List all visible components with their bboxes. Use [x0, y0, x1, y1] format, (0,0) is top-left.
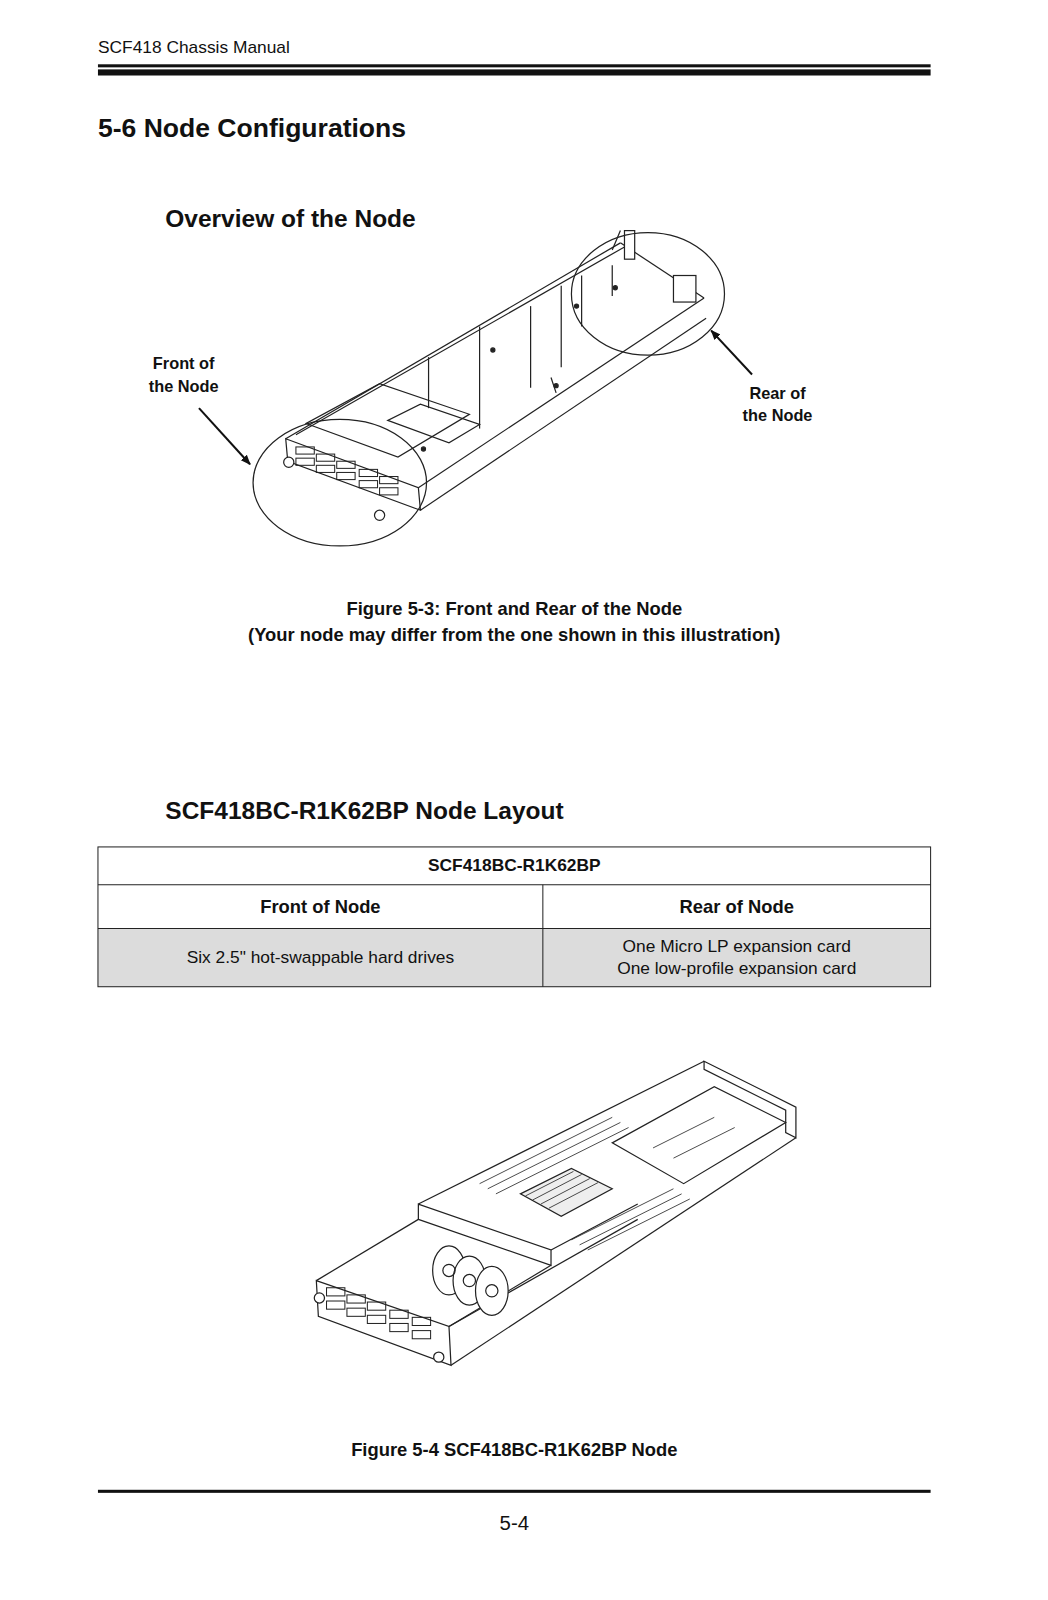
table-cell: One low-profile expansion card — [543, 958, 931, 980]
page-title: 5-6 Node Configurations — [98, 111, 914, 144]
figure-caption: (Your node may differ from the one shown… — [106, 622, 922, 646]
section-heading: SCF418BC-R1K62BP Node Layout — [165, 796, 777, 827]
table-title: SCF418BC-R1K62BP — [98, 855, 931, 877]
leader-arrow — [199, 408, 250, 464]
table-rule — [98, 884, 931, 885]
table-rule — [98, 928, 931, 929]
footer-rule — [98, 1490, 931, 1493]
leader-arrow — [711, 331, 752, 375]
table-header: Rear of Node — [543, 896, 931, 918]
callout-ellipse — [253, 419, 426, 546]
table-header: Front of Node — [98, 896, 543, 918]
node-illustration — [284, 231, 706, 521]
callout-label: Front of the Node — [143, 353, 225, 398]
running-header: SCF418 Chassis Manual — [98, 37, 506, 59]
table-cell: Six 2.5" hot-swappable hard drives — [98, 947, 543, 969]
callout-ellipse — [571, 233, 724, 355]
page-number: 5-4 — [106, 1510, 922, 1534]
figure-caption: Figure 5-3: Front and Rear of the Node — [106, 597, 922, 621]
header-rule — [98, 64, 931, 67]
figure-caption: Figure 5-4 SCF418BC-R1K62BP Node — [106, 1438, 922, 1462]
node-illustration — [314, 1061, 796, 1365]
header-rule — [98, 69, 931, 75]
table-row-fill — [98, 929, 931, 987]
callout-label: Rear of the Node — [737, 383, 819, 428]
section-heading: Overview of the Node — [165, 203, 675, 234]
table-rule — [542, 885, 543, 987]
table-cell: One Micro LP expansion card — [543, 936, 931, 958]
table-border — [98, 847, 931, 987]
